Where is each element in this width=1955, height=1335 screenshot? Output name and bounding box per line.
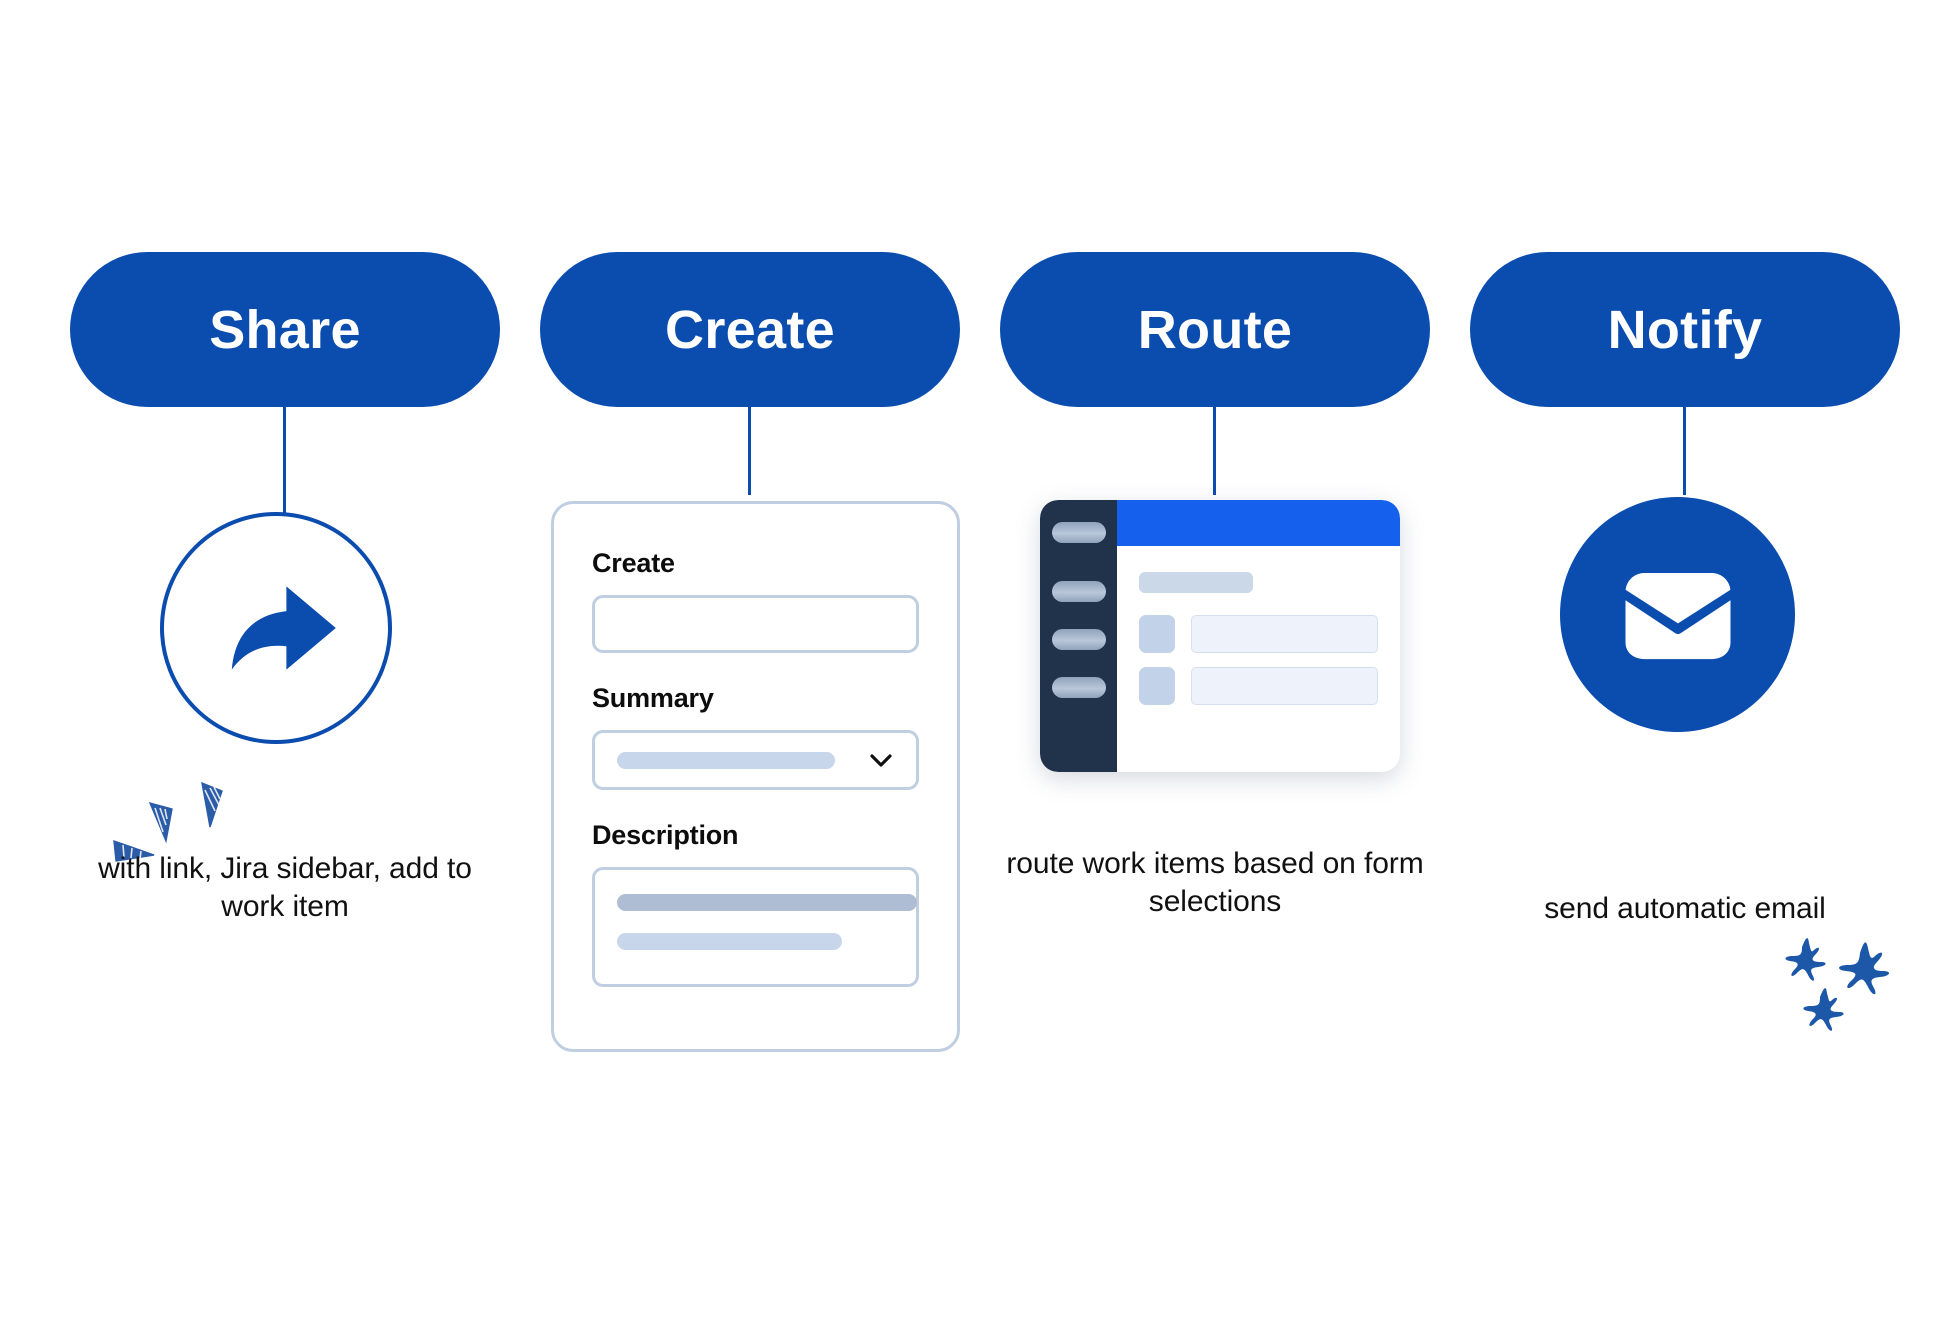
step-pill-share[interactable]: Share [70, 252, 500, 407]
step-pill-notify[interactable]: Notify [1470, 252, 1900, 407]
summary-placeholder-bar [617, 751, 835, 769]
sidebar-pill-1[interactable] [1051, 522, 1106, 543]
sparkles-doodle [1780, 925, 1910, 1040]
field-label-create: Create [592, 548, 675, 578]
browser-body [1117, 546, 1400, 772]
browser-form-row-1 [1139, 615, 1378, 653]
field-label-summary: Summary [592, 683, 714, 713]
confetti-doodle [110, 775, 240, 885]
step-pill-label-share: Share [209, 299, 361, 360]
sidebar-pill-3[interactable] [1051, 629, 1106, 650]
step-pill-label-create: Create [665, 299, 835, 360]
step-column-route: Route [1000, 0, 1430, 1335]
description-textarea[interactable] [592, 867, 919, 987]
step-pill-route[interactable]: Route [1000, 252, 1430, 407]
connector-line-share [283, 405, 286, 515]
browser-sidebar [1040, 500, 1117, 772]
sidebar-pill-4[interactable] [1051, 677, 1106, 698]
step-column-share: Share [70, 0, 500, 1335]
step-column-notify: Notify [1470, 0, 1900, 1335]
browser-row-swatch-2 [1139, 667, 1175, 705]
summary-select[interactable] [592, 730, 919, 790]
create-text-input[interactable] [592, 595, 919, 653]
step-column-create: Create [540, 0, 960, 1335]
browser-main-panel [1117, 500, 1400, 772]
browser-header-bar [1117, 500, 1400, 546]
browser-title-bar [1139, 572, 1253, 593]
step-pill-label-route: Route [1137, 299, 1293, 360]
step-pill-label-notify: Notify [1607, 299, 1763, 360]
browser-row-field-1[interactable] [1191, 615, 1378, 653]
browser-row-swatch-1 [1139, 615, 1175, 653]
connector-line-notify [1683, 405, 1686, 495]
field-label-description: Description [592, 820, 739, 850]
share-icon-circle [160, 512, 392, 744]
caption-notify: send automatic email [1544, 892, 1826, 925]
browser-window-illustration [1040, 500, 1400, 772]
browser-row-field-2[interactable] [1191, 667, 1378, 705]
sidebar-pill-2[interactable] [1051, 581, 1106, 602]
description-placeholder-bar-2 [617, 933, 842, 950]
caption-share: with link, Jira sidebar, add to work ite… [98, 852, 472, 924]
description-placeholder-bar-1 [617, 894, 917, 911]
connector-line-create [748, 405, 751, 495]
browser-form-row-2 [1139, 667, 1378, 705]
chevron-down-icon [864, 743, 898, 777]
connector-line-route [1213, 405, 1216, 495]
notify-icon-circle [1560, 497, 1795, 732]
create-form-card: Create Summary Description [551, 501, 960, 1052]
share-arrow-icon [211, 563, 341, 693]
caption-route: route work items based on form selection… [1006, 847, 1424, 919]
envelope-icon [1615, 552, 1741, 678]
step-pill-create[interactable]: Create [540, 252, 960, 407]
